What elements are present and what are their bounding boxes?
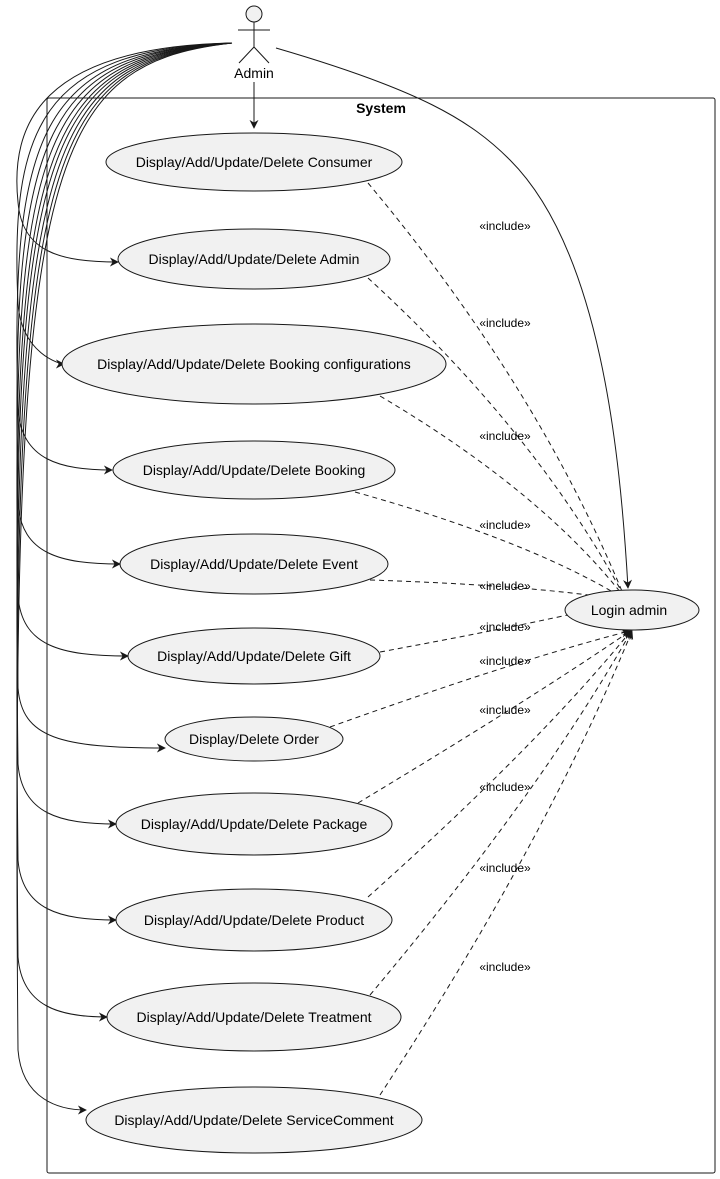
include-line — [329, 628, 631, 728]
usecase-event: Display/Add/Update/Delete Event — [119, 533, 389, 595]
login-admin-ellipse — [564, 589, 700, 631]
actor-left-leg — [238, 46, 255, 64]
usecase-label: Display/Add/Update/Delete Admin — [149, 251, 360, 267]
usecase-label: Display/Add/Update/Delete Package — [141, 816, 368, 832]
include-label: «include» — [479, 703, 531, 717]
usecase-label: Display/Add/Update/Delete Event — [150, 556, 358, 572]
system-boundary: System — [46, 97, 716, 1174]
usecase-ellipse — [115, 792, 393, 856]
association-line — [16, 42, 233, 753]
usecase-ellipse — [85, 1086, 423, 1154]
actor-right-leg — [253, 46, 270, 64]
usecase-ellipse — [127, 627, 381, 685]
include-line — [379, 598, 630, 653]
usecase-label: Display/Add/Update/Delete Gift — [157, 648, 351, 664]
login-admin-usecase: Login admin — [564, 589, 700, 631]
include-line — [367, 182, 628, 602]
include-line — [367, 630, 632, 898]
association-line — [16, 42, 233, 1022]
usecase-ellipse — [105, 132, 403, 192]
login-admin-label: Login admin — [591, 602, 667, 618]
association-line — [16, 42, 233, 267]
include-label: «include» — [479, 579, 531, 593]
usecase-admin: Display/Add/Update/Delete Admin — [117, 228, 391, 290]
include-line — [354, 491, 629, 602]
association-line — [16, 42, 233, 829]
usecase-label: Display/Add/Update/Delete Booking config… — [97, 356, 411, 372]
usecase-product: Display/Add/Update/Delete Product — [115, 888, 393, 952]
usecase-ellipse — [117, 228, 391, 290]
association-line — [16, 42, 233, 925]
include-label: «include» — [479, 316, 531, 330]
include-label: «include» — [479, 960, 531, 974]
include-line — [379, 395, 628, 602]
include-label: «include» — [479, 429, 531, 443]
include-line — [367, 277, 628, 602]
association-line — [16, 42, 233, 661]
usecase-label: Display/Add/Update/Delete Booking — [143, 462, 366, 478]
admin-actor: Admin — [234, 5, 274, 81]
include-labels: «include» «include» «include» «include» «inc… — [479, 219, 531, 974]
usecase-booking-configurations: Display/Add/Update/Delete Booking config… — [61, 323, 447, 405]
usecase-label: Display/Delete Order — [189, 731, 319, 747]
association-line — [16, 42, 233, 475]
association-line — [16, 42, 233, 1115]
use-cases: Display/Add/Update/Delete ConsumerDispla… — [61, 132, 447, 1154]
include-label: «include» — [479, 654, 531, 668]
usecase-ellipse — [106, 982, 402, 1052]
include-line — [379, 630, 634, 1096]
usecase-ellipse — [112, 440, 396, 500]
include-label: «include» — [479, 518, 531, 532]
usecase-gift: Display/Add/Update/Delete Gift — [127, 627, 381, 685]
usecase-label: Display/Add/Update/Delete Treatment — [136, 1009, 371, 1025]
include-label: «include» — [479, 219, 531, 233]
system-box — [46, 97, 716, 1174]
usecase-booking: Display/Add/Update/Delete Booking — [112, 440, 396, 500]
usecase-label: Display/Add/Update/Delete ServiceComment — [114, 1112, 393, 1128]
association-line — [16, 42, 233, 369]
include-label: «include» — [479, 861, 531, 875]
usecase-ellipse — [119, 533, 389, 595]
include-label: «include» — [479, 620, 531, 634]
usecase-label: Display/Add/Update/Delete Product — [144, 912, 364, 928]
usecase-label: Display/Add/Update/Delete Consumer — [136, 154, 373, 170]
actor-name: Admin — [234, 65, 274, 81]
include-line — [357, 630, 631, 804]
usecase-consumer: Display/Add/Update/Delete Consumer — [105, 132, 403, 192]
usecase-treatment: Display/Add/Update/Delete Treatment — [106, 982, 402, 1052]
actor-head — [245, 5, 263, 23]
association-line — [16, 42, 233, 569]
usecase-ellipse — [115, 888, 393, 952]
usecase-ellipse — [61, 323, 447, 405]
association-lines — [16, 42, 633, 1115]
usecase-package: Display/Add/Update/Delete Package — [115, 792, 393, 856]
include-label: «include» — [479, 780, 531, 794]
usecase-order: Display/Delete Order — [164, 716, 344, 762]
usecase-servicecomment: Display/Add/Update/Delete ServiceComment — [85, 1086, 423, 1154]
include-line — [369, 630, 632, 996]
system-title: System — [356, 100, 406, 116]
association-line-login — [275, 47, 633, 589]
usecase-ellipse — [164, 716, 344, 762]
